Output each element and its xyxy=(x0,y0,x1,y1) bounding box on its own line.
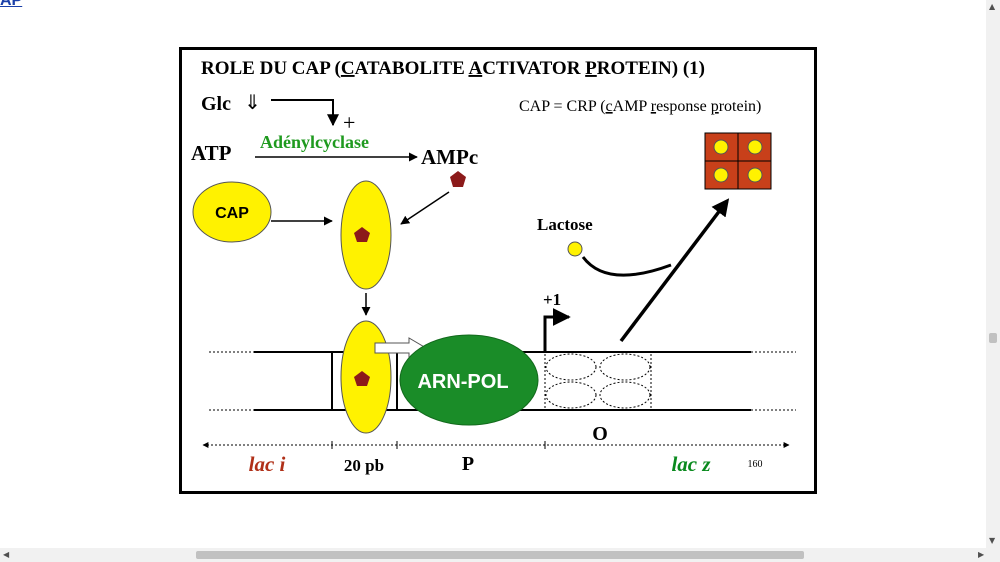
diagram-slide: ROLE DU CAP (CATABOLITE ACTIVATOR PROTEI… xyxy=(179,47,817,494)
top-left-link[interactable]: AP xyxy=(0,0,23,9)
vertical-scrollbar[interactable]: ▲ ▼ xyxy=(986,0,1000,548)
cap-protein-circle xyxy=(192,181,272,243)
lactose-molecule xyxy=(567,241,583,257)
ampc-label: AMPc xyxy=(421,145,478,169)
tetramer-subunit-dot xyxy=(747,167,763,183)
promoter-label: P xyxy=(462,453,474,475)
lactose-binding-curve xyxy=(581,256,672,277)
lac-i-label: lac i xyxy=(249,452,286,476)
glc-inhibition-arrow xyxy=(271,99,339,127)
rna-polymerase xyxy=(399,334,539,426)
horizontal-scroll-thumb[interactable] xyxy=(196,551,804,559)
tetramer-subunit-dot xyxy=(713,167,729,183)
transcription-start-arrow xyxy=(543,308,571,352)
plus-sign: + xyxy=(343,110,355,135)
cap-label: CAP xyxy=(215,205,249,222)
operator-oval xyxy=(545,381,597,409)
slide-border xyxy=(179,47,817,494)
slide-title: ROLE DU CAP (CATABOLITE ACTIVATOR PROTEI… xyxy=(201,58,705,79)
slide-number: 160 xyxy=(748,459,763,470)
horizontal-scrollbar[interactable]: ◀ ▶ xyxy=(0,548,1000,562)
scroll-down-arrow-icon[interactable]: ▼ xyxy=(989,536,996,545)
scroll-right-arrow-icon[interactable]: ▶ xyxy=(978,550,985,559)
bound-ampc-pentagon-icon xyxy=(354,371,370,386)
crp-note: CAP = CRP (cAMP response protein) xyxy=(519,98,761,115)
complex-ampc-pentagon-icon xyxy=(354,227,370,242)
ampc-binding-arrow xyxy=(400,191,450,225)
lac-z-label: lac z xyxy=(671,452,711,476)
operator-label: O xyxy=(592,423,608,445)
repressor-release-arrow xyxy=(619,198,730,343)
scroll-up-arrow-icon[interactable]: ▲ xyxy=(989,2,996,11)
glc-label: Glc xyxy=(201,93,231,115)
glc-decrease-arrow-icon: ⇓ xyxy=(244,90,261,114)
operator-oval xyxy=(599,353,651,381)
operator-box xyxy=(544,351,652,411)
operator-oval xyxy=(545,353,597,381)
atp-label: ATP xyxy=(191,141,232,165)
plus-one-label: +1 xyxy=(543,290,561,309)
operator-oval xyxy=(599,381,651,409)
lactose-label: Lactose xyxy=(537,215,593,234)
rna-pol-label: ARN-POL xyxy=(417,371,508,393)
pb20-label: 20 pb xyxy=(344,456,384,475)
tetramer-subunit-dot xyxy=(747,139,763,155)
cap-role-diagram: ROLE DU CAP (CATABOLITE ACTIVATOR PROTEI… xyxy=(179,47,817,494)
adenylcyclase-label: Adénylcyclase xyxy=(260,132,369,152)
ampc-pentagon-icon xyxy=(450,171,466,187)
scroll-left-arrow-icon[interactable]: ◀ xyxy=(3,550,10,559)
tetramer-subunit-dot xyxy=(713,139,729,155)
vertical-scroll-thumb[interactable] xyxy=(989,333,997,343)
